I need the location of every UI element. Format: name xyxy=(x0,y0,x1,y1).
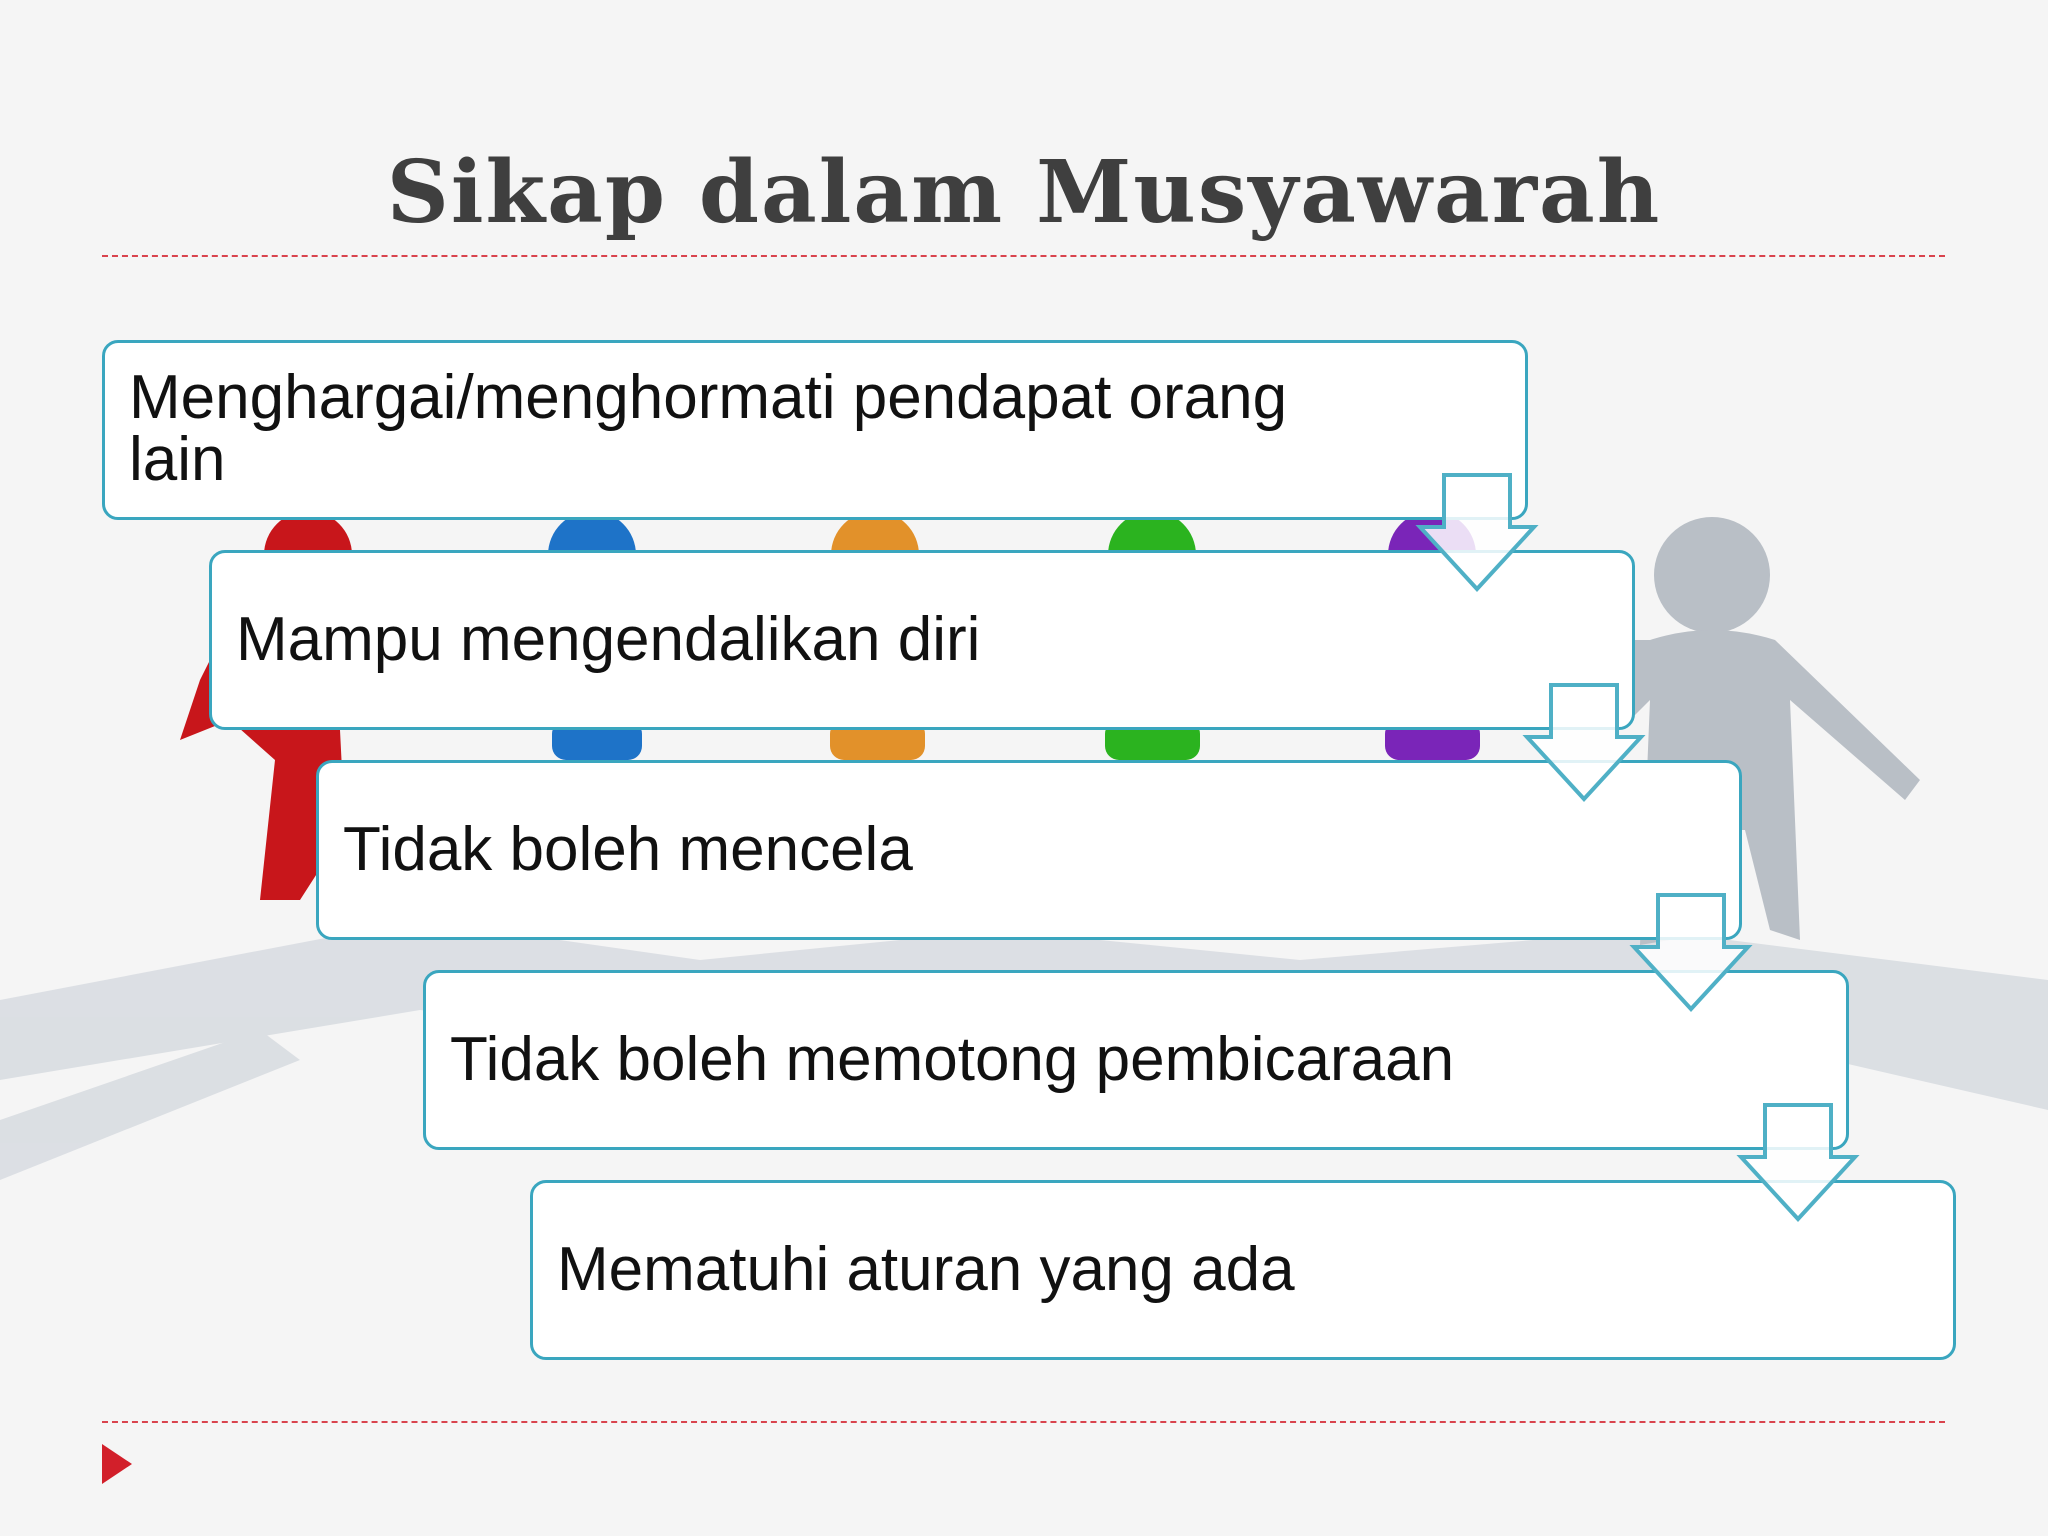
step-box-2: Mampu mengendalikan diri xyxy=(209,550,1635,730)
step-label: Tidak boleh mencela xyxy=(343,815,913,884)
top-divider xyxy=(102,255,1945,257)
down-arrow-icon xyxy=(1415,473,1539,592)
step-box-5: Mematuhi aturan yang ada xyxy=(530,1180,1956,1360)
bottom-divider xyxy=(102,1421,1945,1423)
step-label: Menghargai/menghormati pendapat orang la… xyxy=(129,363,1288,494)
gray-figure-shape xyxy=(1620,517,1920,945)
step-box-1: Menghargai/menghormati pendapat orang la… xyxy=(102,340,1528,520)
step-label: Tidak boleh memotong pembicaraan xyxy=(450,1025,1455,1094)
step-box-3: Tidak boleh mencela xyxy=(316,760,1742,940)
slide-title: Sikap dalam Musyawarah xyxy=(386,142,1662,243)
step-label: Mampu mengendalikan diri xyxy=(236,605,981,674)
step-box-4: Tidak boleh memotong pembicaraan xyxy=(423,970,1849,1150)
down-arrow-icon xyxy=(1629,893,1753,1012)
step-label: Mematuhi aturan yang ada xyxy=(557,1235,1295,1304)
triangle-right-icon[interactable] xyxy=(102,1444,132,1484)
down-arrow-icon xyxy=(1736,1103,1860,1222)
down-arrow-icon xyxy=(1522,683,1646,802)
